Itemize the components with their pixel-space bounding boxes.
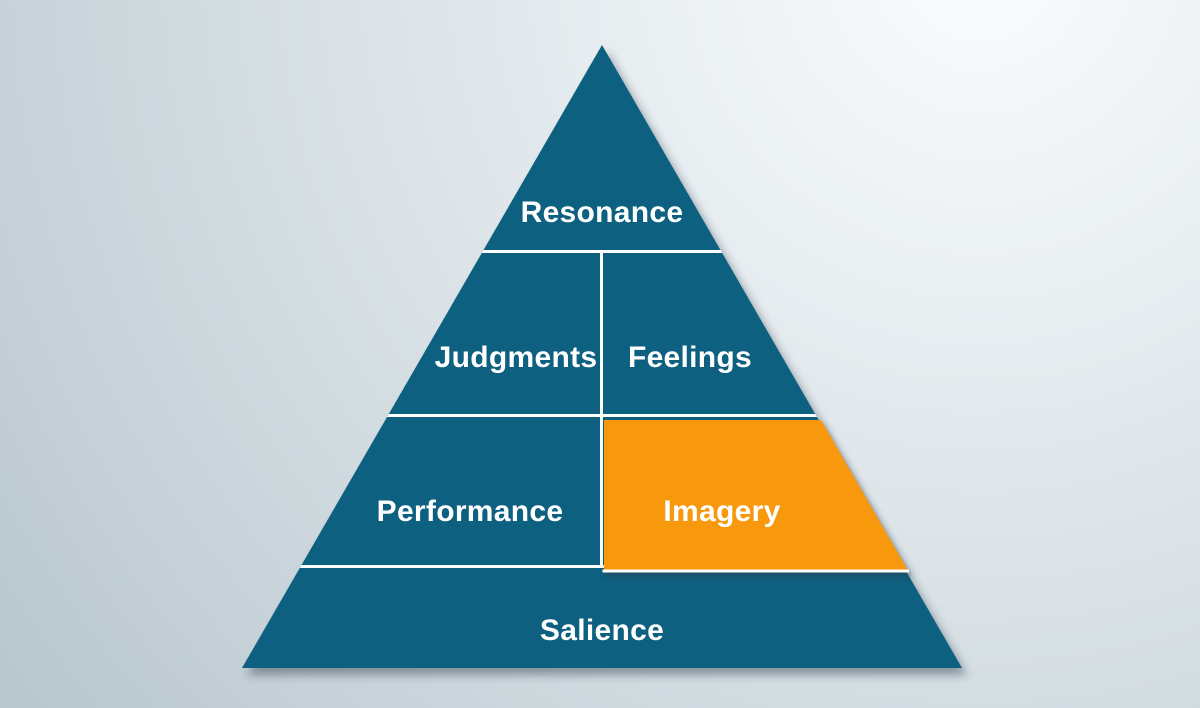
label-performance: Performance	[377, 495, 564, 528]
label-judgments: Judgments	[435, 341, 598, 374]
imagery-highlight-tile	[604, 420, 908, 570]
label-feelings: Feelings	[628, 341, 752, 374]
label-resonance: Resonance	[521, 196, 684, 229]
label-salience: Salience	[540, 614, 664, 647]
label-imagery: Imagery	[663, 495, 780, 528]
